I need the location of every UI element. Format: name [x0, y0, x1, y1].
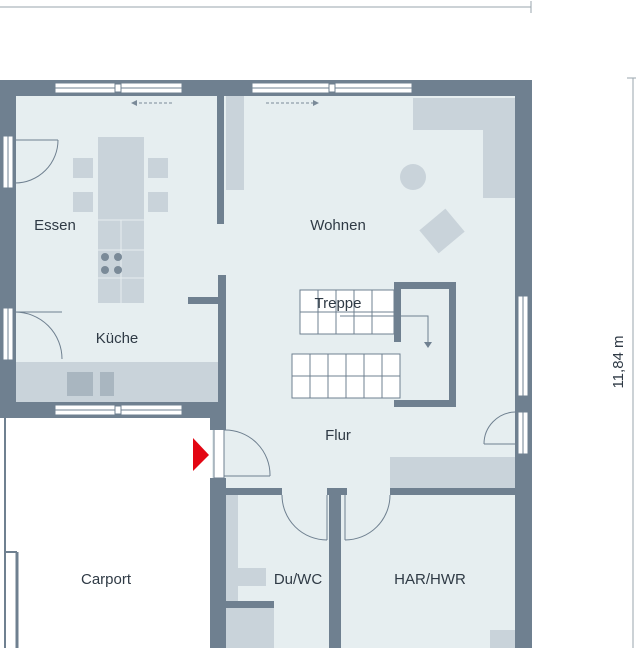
room-label-duwc: Du/WC [274, 571, 323, 588]
room-label-kueche: Küche [96, 330, 139, 347]
dimension-label: 11,84 m [610, 335, 627, 388]
stairs [291, 289, 401, 399]
room-label-harhwr: HAR/HWR [394, 571, 466, 588]
room-label-carport: Carport [81, 571, 132, 588]
stair-direction-arrow-icon [340, 315, 432, 348]
entrance-arrow-icon [193, 438, 209, 471]
doors [14, 139, 516, 541]
furniture [16, 96, 515, 648]
carport-area [4, 418, 212, 648]
top-dimension-line [0, 1, 532, 13]
room-label-treppe: Treppe [315, 295, 362, 312]
windows [2, 82, 529, 479]
right-dimension-line [627, 77, 636, 648]
room-label-essen: Essen [34, 217, 76, 234]
interior-walls [188, 96, 515, 648]
stove-icon [101, 253, 122, 274]
room-label-flur: Flur [325, 427, 351, 444]
room-label-wohnen: Wohnen [310, 217, 366, 234]
